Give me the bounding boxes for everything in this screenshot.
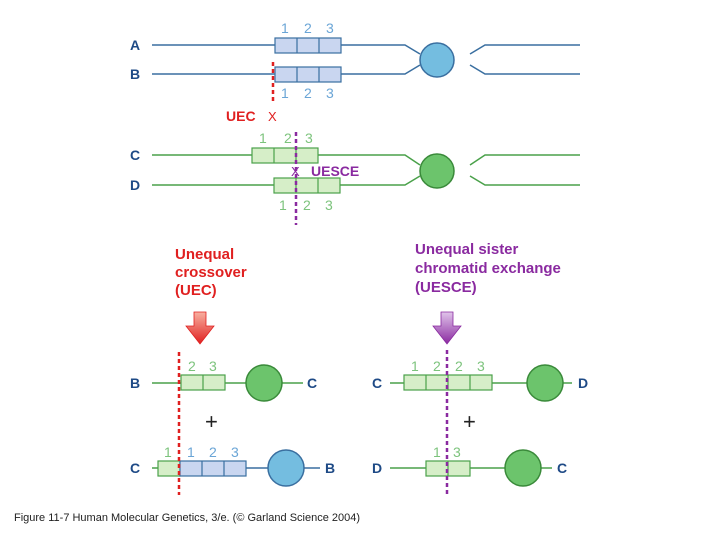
figure-caption: Figure 11-7 Human Molecular Genetics, 3/… xyxy=(14,512,361,524)
gene-block-c xyxy=(251,147,319,164)
gene-number-c-1: 1 xyxy=(259,130,267,146)
chromosome-c-line xyxy=(152,154,580,166)
uec-cross-mark: X xyxy=(268,109,277,124)
gene-number-a-1: 1 xyxy=(281,20,289,36)
chromosome-pair-c-d: C D 1 2 3 1 2 3 X UESCE xyxy=(130,130,580,225)
uec-product-2-genes xyxy=(157,460,247,477)
uesce-product-2-number-3: 3 xyxy=(453,444,461,460)
uec-product-2-number-3: 3 xyxy=(231,444,239,460)
gene-number-c-2: 2 xyxy=(284,130,292,146)
uesce-arrow-icon xyxy=(432,311,462,345)
gene-block-d xyxy=(273,177,341,194)
gene-number-d-3: 3 xyxy=(325,197,333,213)
uec-product-2-number-1b: 1 xyxy=(187,444,195,460)
uec-product-1-number-2: 2 xyxy=(188,358,196,374)
uesce-title-line-3: (UESCE) xyxy=(415,279,477,296)
uec-product-1-number-3: 3 xyxy=(209,358,217,374)
uesce-product-1-number-3: 3 xyxy=(477,358,485,374)
uesce-products: C D 1 2 2 3 + D C 1 3 xyxy=(372,350,588,495)
uesce-product-1-number-2a: 2 xyxy=(433,358,441,374)
gene-number-b-2: 2 xyxy=(304,85,312,101)
uesce-product-1-number-2b: 2 xyxy=(455,358,463,374)
gene-number-c-3: 3 xyxy=(305,130,313,146)
centromere-blue-ab xyxy=(419,42,455,78)
gene-number-b-3: 3 xyxy=(326,85,334,101)
uec-product-1-centromere xyxy=(245,364,283,402)
gene-block-b xyxy=(274,66,342,83)
uesce-product-1-number-1: 1 xyxy=(411,358,419,374)
gene-block-a xyxy=(274,37,342,54)
uec-product-1-genes xyxy=(180,374,226,391)
centromere-green-cd xyxy=(419,153,455,189)
uec-product-2-number-1a: 1 xyxy=(164,444,172,460)
uec-product-2-left-label: C xyxy=(130,460,140,476)
chromosome-d-line xyxy=(152,175,580,186)
uec-products: B C 2 3 + C B 1 1 2 3 xyxy=(130,352,335,495)
uesce-product-1-right-label: D xyxy=(578,375,588,391)
uesce-cross-mark: X xyxy=(291,164,300,179)
chromosome-a-line xyxy=(152,44,580,55)
uec-title: Unequal crossover (UEC) xyxy=(175,246,247,299)
gene-number-d-2: 2 xyxy=(303,197,311,213)
uec-product-2-centromere xyxy=(267,449,305,487)
uesce-label: UESCE xyxy=(311,163,359,179)
gene-number-a-2: 2 xyxy=(304,20,312,36)
uec-plus-sign: + xyxy=(205,409,218,434)
gene-number-b-1: 1 xyxy=(281,85,289,101)
uec-label: UEC xyxy=(226,108,256,124)
uesce-product-2-number-1: 1 xyxy=(433,444,441,460)
uec-arrow-icon xyxy=(185,311,215,345)
uec-title-line-1: Unequal xyxy=(175,246,234,263)
chromosome-label-b: B xyxy=(130,66,140,82)
uec-product-1-left-label: B xyxy=(130,375,140,391)
uec-product-2-right-label: B xyxy=(325,460,335,476)
chromosome-pair-a-b: A B 1 2 3 1 2 3 UEC X xyxy=(130,20,580,124)
chromosome-b-line xyxy=(152,64,580,75)
uesce-product-2-left-label: D xyxy=(372,460,382,476)
uesce-plus-sign: + xyxy=(463,409,476,434)
uesce-product-2-centromere xyxy=(504,449,542,487)
chromosome-label-d: D xyxy=(130,177,140,193)
gene-number-d-1: 1 xyxy=(279,197,287,213)
uesce-title: Unequal sister chromatid exchange (UESCE… xyxy=(415,241,561,296)
uec-product-2-number-2: 2 xyxy=(209,444,217,460)
uesce-title-line-2: chromatid exchange xyxy=(415,260,561,277)
chromosome-label-c: C xyxy=(130,147,140,163)
uesce-product-2-right-label: C xyxy=(557,460,567,476)
gene-number-a-3: 3 xyxy=(326,20,334,36)
uec-title-line-2: crossover xyxy=(175,264,247,281)
uesce-product-1-centromere xyxy=(526,364,564,402)
uesce-title-line-1: Unequal sister xyxy=(415,241,519,258)
uec-product-1-right-label: C xyxy=(307,375,317,391)
uec-title-line-3: (UEC) xyxy=(175,282,217,299)
chromosome-label-a: A xyxy=(130,37,140,53)
uesce-product-1-left-label: C xyxy=(372,375,382,391)
